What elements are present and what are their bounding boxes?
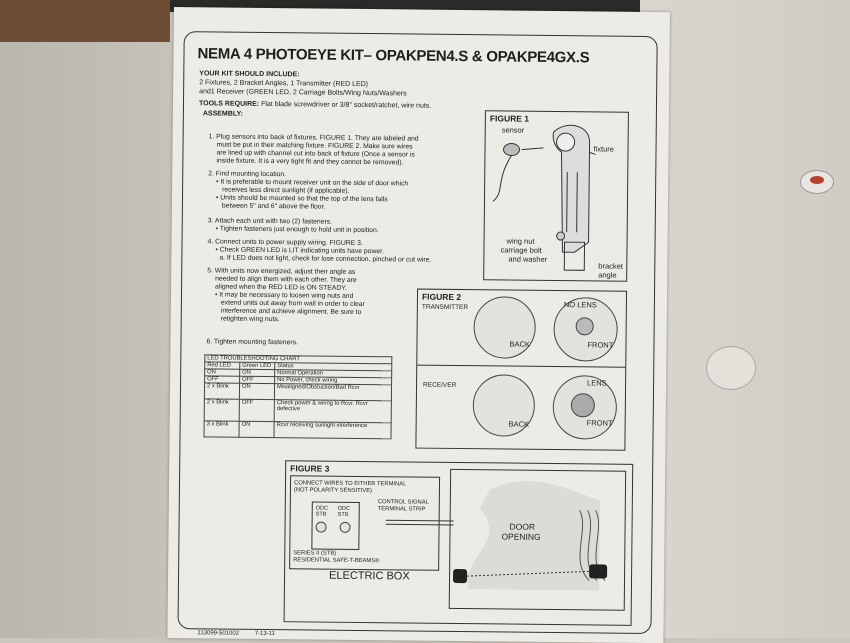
chart-header: Green LED (239, 362, 275, 370)
cell: Misaligned/Obstuction/Bad Rcvr (274, 383, 392, 401)
background-wall-right (640, 0, 850, 638)
wall-hole (706, 346, 756, 390)
figure-2-title: FIGURE 2 (421, 291, 462, 303)
wiring-lines (385, 519, 454, 526)
electric-box-label: ELECTRIC BOX (328, 569, 410, 583)
step-2: 2. Find mounting location. • It is prefe… (208, 170, 460, 213)
receiver-label: RECEIVER (423, 381, 457, 389)
lens-label: LENS (587, 378, 607, 388)
cell: 2 x Blink (204, 398, 240, 422)
door-label: DOOR (509, 521, 536, 532)
terminal-screw-icon (339, 521, 351, 533)
table-row: 3 x Blink ON Rcvr receiving sunlight int… (204, 420, 392, 439)
front-label: FRONT (586, 418, 613, 428)
figure-3: FIGURE 3 CONNECT WIRES TO EITHER TERMINA… (283, 460, 634, 626)
cell: ON (238, 421, 275, 438)
stb-label: STB (315, 511, 327, 518)
tools-text: Flat blade screwdriver or 3/8" socket/ra… (261, 100, 432, 110)
stb-label: STB (337, 511, 349, 518)
fixture-drawing (492, 124, 596, 271)
figure-2: FIGURE 2 TRANSMITTER RECEIVER NO LENS BA… (415, 288, 628, 451)
back-label: BACK (509, 339, 530, 349)
front-label: FRONT (587, 340, 614, 350)
transmitter-back-view (473, 296, 536, 359)
transmitter-label: TRANSMITTER (421, 303, 469, 312)
wall-mark-red (810, 176, 824, 184)
connect-line-2: (NOT POLARITY SENSITIVE) (293, 487, 373, 495)
kit-heading: YOUR KIT SHOULD INCLUDE: (199, 70, 300, 79)
step-4: 4. Connect units to power supply wiring.… (207, 238, 459, 265)
cardboard-box (0, 0, 170, 42)
no-lens-label: NO LENS (563, 300, 597, 310)
cell: OFF (239, 399, 275, 422)
part-number: 113099-501002 (197, 630, 240, 637)
led-troubleshooting-chart: LED TROUBLESHOOTING CHART Red LED Green … (203, 354, 392, 439)
lens-icon (570, 393, 595, 418)
divider (417, 364, 626, 368)
revision-date: 7-13-11 (254, 630, 276, 638)
tools-heading: TOOLS REQUIRE: (198, 100, 260, 108)
sensor-eye-icon (575, 317, 594, 336)
chart-header: Red LED (204, 361, 240, 370)
table-row: 2 x Blink ON Misaligned/Obstuction/Bad R… (204, 382, 392, 401)
terminal-screw-icon (315, 521, 327, 533)
cell: Check power & wiring to Rcvr. Rcvr defec… (274, 399, 392, 423)
back-label: BACK (508, 419, 530, 429)
figure-3-title: FIGURE 3 (290, 463, 330, 474)
cell: ON (239, 383, 275, 400)
step-3: 3. Attach each unit with two (2) fastene… (208, 217, 460, 236)
step-1: 1. Plug sensors into back of fixtures. F… (208, 133, 460, 168)
step-5: 5. With units now energized, adjust thei… (207, 267, 414, 325)
cell: 3 x Blink (204, 420, 240, 438)
assembly-heading: ASSEMBLY: (202, 110, 243, 118)
instruction-sheet: NEMA 4 PHOTOEYE KIT– OPAKPEN4.S & OPAKPE… (167, 7, 670, 643)
footer: 113099-501002 7-13-11 (197, 630, 275, 637)
cell: 2 x Blink (204, 382, 240, 400)
figure-1: FIGURE 1 sensor fixture wing nut carriag… (483, 110, 629, 282)
opening-label: OPENING (501, 531, 541, 542)
door-opening-drawing (453, 481, 608, 591)
cell: Rcvr receiving sunlight interference (273, 421, 392, 439)
safe-t-beams-label: RESIDENTIAL SAFE-T-BEAMS® (293, 557, 380, 565)
table-row: 2 x Blink OFF Check power & wiring to Rc… (204, 398, 392, 423)
